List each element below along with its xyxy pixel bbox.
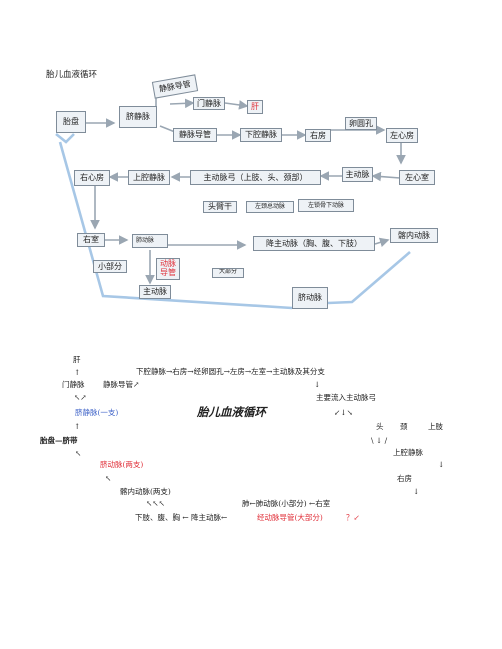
right-ventricle-box: 右室 [77, 233, 105, 247]
left-ventricle-box: 左心室 [399, 170, 435, 185]
note-question: ？↙ [346, 513, 360, 522]
umbilical-artery-box: 脐动脉 [292, 287, 328, 309]
aorta-box: 主动脉 [342, 167, 373, 182]
large-part-box: 大部分 [212, 268, 244, 278]
foramen-ovale-box: 卵圆孔 [345, 117, 377, 130]
aorta-lower-box: 主动脉 [139, 285, 171, 299]
note-up-arrow-1: ↑ [74, 368, 81, 377]
note-right-atrium: 右房 [397, 474, 412, 483]
note-branch-arrows: ↙↓↘ [334, 408, 353, 417]
note-arrows-three: ↖↖↖ [146, 499, 165, 508]
note-ductus-venosus: 静脉导管↗ [103, 380, 140, 389]
note-center-title: 胎儿血液循环 [197, 405, 266, 419]
note-down-arrow-1: ↓ [314, 380, 321, 389]
note-lung-path: 肺←肺动脉(小部分) ←右室 [242, 499, 331, 508]
umbilical-vein-box: 脐静脉 [119, 106, 157, 128]
note-liver: 肝 [73, 355, 81, 364]
note-arrows-nw-ne: ↖↗ [74, 393, 87, 402]
note-down-arrow-3: ↓ [413, 487, 420, 496]
note-placenta-cord: 胎盘—脐带 [40, 436, 78, 445]
note-head: 头 [376, 422, 384, 431]
left-common-carotid-box: 左颈总动脉 [246, 201, 294, 213]
note-path-ivc: 下腔静脉→右房→经卵圆孔→左房→左室→主动脉及其分支 [136, 367, 325, 376]
right-atrium-top-box: 右房 [305, 129, 331, 142]
ductus-arteriosus-box: 动脉导管 [156, 258, 180, 280]
note-merge-arrows: \ ↓ / [371, 436, 388, 445]
ductus-venosus-box: 静脉导管 [173, 128, 217, 142]
inferior-vena-cava-box: 下腔静脉 [240, 128, 282, 142]
note-portal-vein: 门静脉 [62, 380, 85, 389]
descending-aorta-box: 降主动脉（胸、腹、下肢） [253, 236, 375, 251]
note-main-to-arch: 主要流入主动脉弓 [316, 393, 376, 402]
diagram-title: 胎儿血液循环 [46, 70, 98, 80]
note-down-arrow-2: ↓ [438, 460, 445, 469]
left-subclavian-box: 左锁骨下动脉 [298, 199, 354, 212]
internal-iliac-box: 髂内动脉 [390, 228, 438, 243]
right-atrium-box: 右心房 [74, 170, 110, 186]
note-neck: 颈 [400, 422, 408, 431]
liver-box: 肝 [247, 100, 263, 114]
note-nw-arrow-2: ↖ [105, 474, 112, 483]
note-upper-limb: 上肢 [428, 422, 443, 431]
note-internal-iliac: 髂内动脉(两支) [120, 487, 171, 496]
brachiocephalic-box: 头臂干 [203, 201, 237, 213]
left-atrium-box: 左心房 [386, 128, 418, 143]
portal-vein-box: 门静脉 [193, 97, 225, 110]
note-nw-arrow-1: ↖ [75, 449, 82, 458]
note-up-arrow-2: ↑ [74, 422, 81, 431]
note-svc: 上腔静脉 [393, 448, 423, 457]
placenta-box: 胎盘 [56, 111, 86, 133]
note-ductus-arteriosus: 经动脉导管(大部分) [257, 513, 323, 522]
pulmonary-artery-box: 肺动脉 [132, 234, 168, 248]
superior-vena-cava-box: 上腔静脉 [128, 170, 170, 185]
note-lower-body-path: 下肢、腹、胸 ← 降主动脉← [135, 513, 228, 522]
note-umbilical-vein: 脐静脉(一支) [75, 408, 119, 417]
aortic-arch-box: 主动脉弓（上肢、头、颈部） [190, 170, 321, 185]
small-part-box: 小部分 [93, 260, 127, 273]
note-umbilical-artery: 脐动脉(两支) [100, 460, 144, 469]
